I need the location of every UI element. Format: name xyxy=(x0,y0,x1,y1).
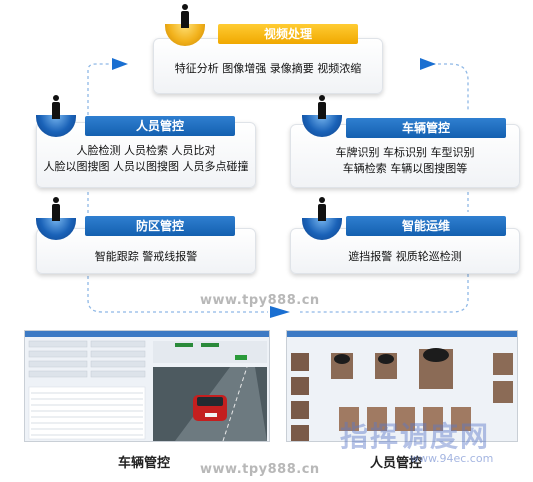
person-icon xyxy=(316,95,328,119)
vehicle-screenshot-graphic xyxy=(25,331,269,441)
watermark-top: www.tpy888.cn xyxy=(200,293,320,308)
vehicle-control-line2: 车辆检索 车辆以图搜图等 xyxy=(342,162,468,175)
video-processing-features: 特征分析 图像增强 录像摘要 视频浓缩 xyxy=(174,62,362,75)
vehicle-control-line1: 车牌识别 车标识别 车型识别 xyxy=(335,146,475,159)
video-processing-card: 特征分析 图像增强 录像摘要 视频浓缩 xyxy=(153,38,383,94)
person-control-line2: 人脸以图搜图 人员以图搜图 人员多点碰撞 xyxy=(43,160,249,173)
video-processing-bowl-icon xyxy=(165,24,205,46)
watermark-bottom: www.tpy888.cn xyxy=(200,462,320,477)
vehicle-control-bowl-icon xyxy=(302,115,342,137)
person-icon xyxy=(50,197,62,221)
area-control-bowl-icon xyxy=(36,218,76,240)
arrow-path-right-down xyxy=(420,63,469,112)
person-screenshot-graphic xyxy=(287,331,517,441)
smart-ops-title: 智能运维 xyxy=(346,216,506,236)
site-watermark-url: www.94ec.com xyxy=(410,452,494,465)
vehicle-control-title: 车辆管控 xyxy=(346,118,506,138)
person-control-bowl-icon xyxy=(36,115,76,137)
vehicle-control-caption: 车辆管控 xyxy=(118,456,171,471)
smart-ops-bowl-icon xyxy=(302,218,342,240)
person-icon xyxy=(50,95,62,119)
person-control-screenshot xyxy=(286,330,518,442)
person-control-title: 人员管控 xyxy=(85,116,235,136)
area-control-title: 防区管控 xyxy=(85,216,235,236)
arrow-head-top-left xyxy=(112,58,128,70)
video-processing-title: 视频处理 xyxy=(218,24,358,44)
arrow-head-top-right xyxy=(420,58,436,70)
site-watermark-logo: 指挥调度网 xyxy=(340,420,491,453)
arrow-path-bottom xyxy=(87,270,268,313)
person-control-line1: 人脸检测 人员检索 人员比对 xyxy=(76,144,216,157)
flow-arrows xyxy=(87,58,469,318)
person-icon xyxy=(316,197,328,221)
person-control-caption: 人员管控 xyxy=(370,456,423,471)
smart-ops-features: 遮挡报警 视质轮巡检测 xyxy=(348,250,462,263)
area-control-features: 智能跟踪 警戒线报警 xyxy=(94,250,198,263)
arrow-path-bottom-right xyxy=(300,268,469,313)
arrow-path-left-up xyxy=(87,63,110,115)
vehicle-control-screenshot xyxy=(24,330,270,442)
person-icon xyxy=(179,4,191,28)
arrow-head-bottom xyxy=(270,306,290,318)
